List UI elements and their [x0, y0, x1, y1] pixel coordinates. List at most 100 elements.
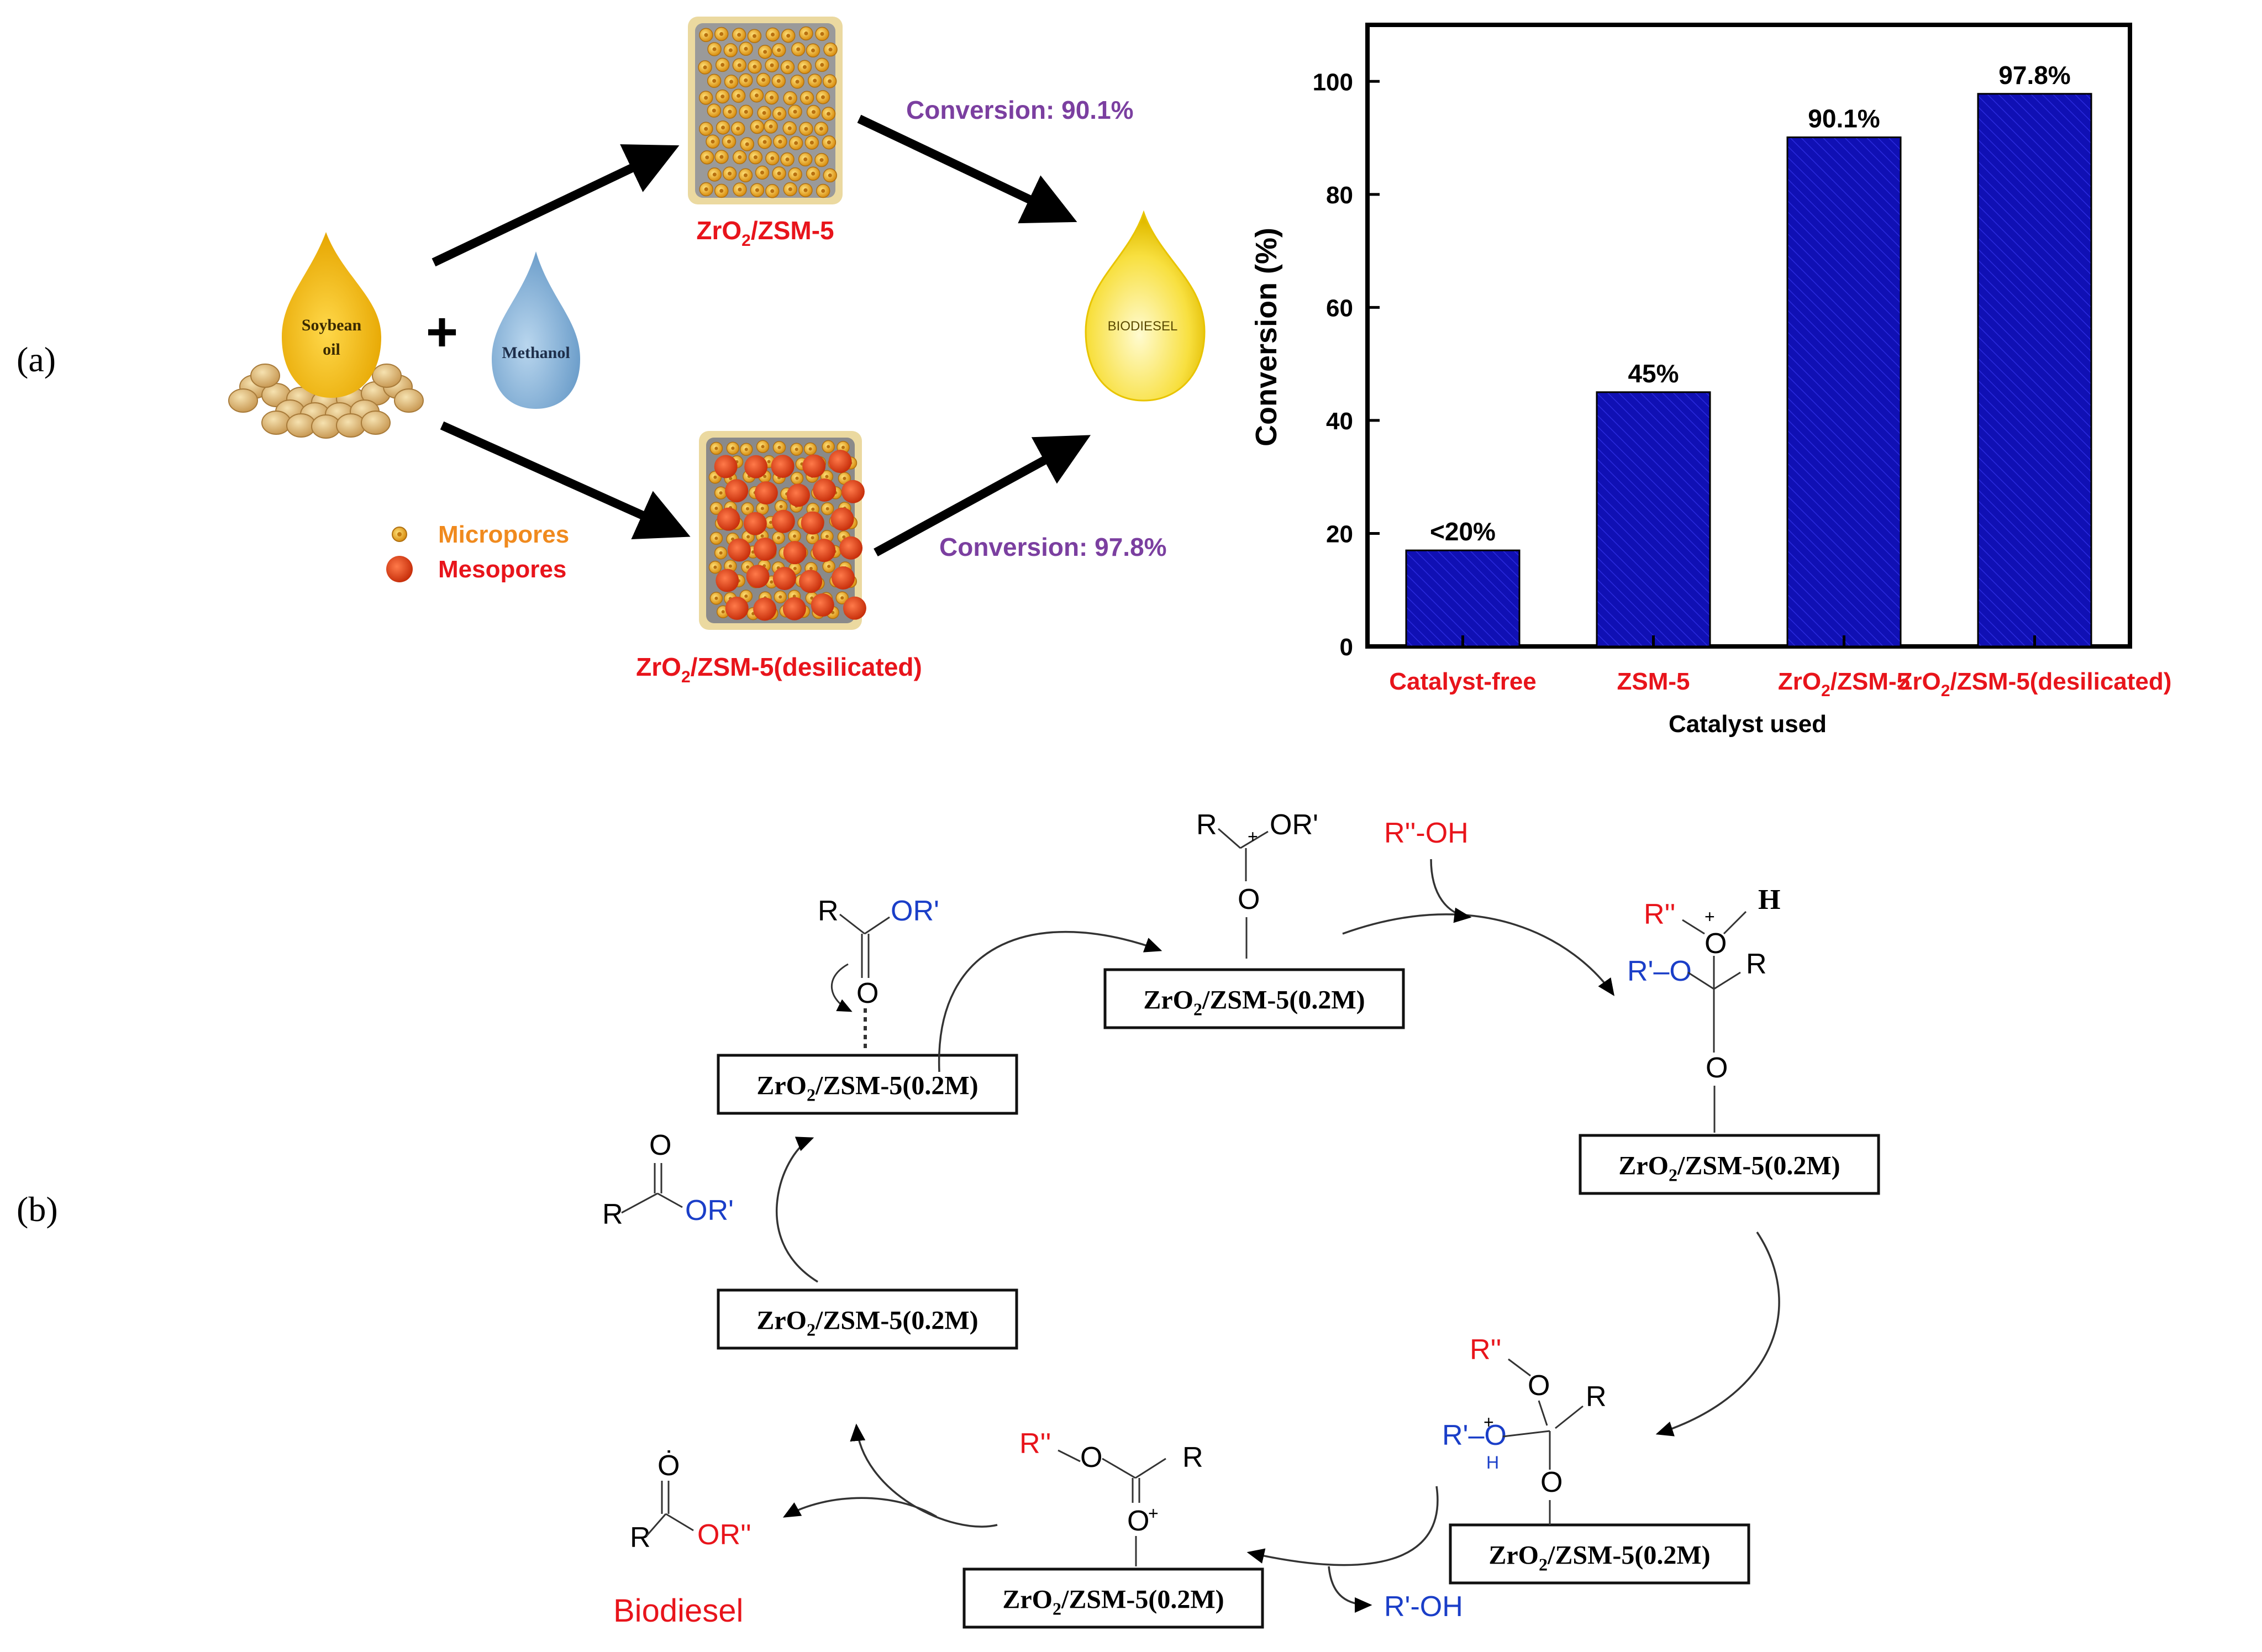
svg-text:R: R	[818, 895, 839, 927]
x-tick-label-0: Catalyst-free	[1389, 668, 1537, 695]
plus-sign: +	[426, 301, 458, 363]
catalyst-box-4-label: ZrO2/ZSM-5(0.2M)	[756, 1306, 978, 1340]
svg-text:R'': R''	[1019, 1428, 1051, 1460]
oxocarbenium-structure: R + OR' O	[1196, 809, 1318, 959]
bar-value-label-1: 45%	[1628, 359, 1679, 388]
svg-text:OR': OR'	[685, 1195, 734, 1227]
bar-3	[1977, 93, 2092, 648]
bottom-catalyst-label: ZrO2/ZSM-5(desilicated)	[636, 653, 922, 686]
catalyst-box-3: ZrO2/ZSM-5(0.2M)	[1579, 1134, 1880, 1195]
svg-text:OR': OR'	[1270, 809, 1318, 841]
cycle-arrow-3	[1655, 1232, 1780, 1437]
x-tick-label-2: ZrO2/ZSM-5	[1778, 668, 1910, 700]
y-tick-label: 20	[1326, 520, 1353, 548]
x-tick-label-3: ZrO2/ZSM-5(desilicated)	[1898, 668, 2172, 700]
micropores-label: Micropores	[438, 521, 569, 548]
y-tick-label: 80	[1326, 182, 1353, 209]
mesopores-label: Mesopores	[438, 556, 566, 583]
x-axis-title: Catalyst used	[1669, 711, 1827, 738]
svg-text:OR'': OR''	[697, 1519, 751, 1551]
svg-text:R: R	[1196, 809, 1217, 841]
panel-label-b: (b)	[17, 1190, 58, 1229]
bar-value-label-2: 90.1%	[1808, 104, 1880, 133]
svg-text:Ȯ: Ȯ	[657, 1450, 680, 1482]
catalyst-box-6: ZrO2/ZSM-5(0.2M)	[962, 1567, 1264, 1629]
catalyst-box-3-label: ZrO2/ZSM-5(0.2M)	[1618, 1151, 1840, 1185]
cycle-arrow-2	[1342, 913, 1615, 996]
catalyst-box-4: ZrO2/ZSM-5(0.2M)	[717, 1288, 1018, 1350]
biodiesel-ester-structure: Ȯ R OR''	[630, 1450, 751, 1554]
arrow-to-bottom-catalyst	[440, 421, 691, 540]
soybean-oil-label-1: Soybean	[302, 316, 362, 334]
soybean-oil-drop-icon: Soybean oil	[282, 232, 381, 398]
zro2-zsm5-catalyst-image	[688, 17, 843, 204]
arrow-bottom-to-biodiesel	[874, 435, 1091, 557]
protonated-alkoxy-structure: R'' O R + R'–O H O	[1442, 1334, 1607, 1525]
svg-text:OR': OR'	[891, 895, 939, 927]
bar-value-label-3: 97.8%	[1998, 61, 2070, 90]
svg-text:R'–O: R'–O	[1627, 955, 1692, 987]
svg-text:R: R	[1182, 1441, 1203, 1474]
svg-text:R: R	[602, 1198, 623, 1230]
catalyst-box-1: ZrO2/ZSM-5(0.2M)	[717, 1054, 1018, 1115]
svg-text:O: O	[1528, 1370, 1550, 1402]
biodiesel-label: Biodiesel	[613, 1593, 743, 1629]
svg-text:+: +	[1148, 1503, 1159, 1523]
y-tick-label: 100	[1313, 69, 1353, 96]
svg-text:H: H	[1486, 1453, 1499, 1472]
catalyst-box-1-label: ZrO2/ZSM-5(0.2M)	[756, 1071, 978, 1105]
bar-0	[1405, 549, 1521, 648]
bar-2	[1786, 136, 1902, 648]
soybean-oil-label-2: oil	[323, 340, 340, 359]
methanol-label: Methanol	[502, 344, 570, 362]
catalyst-box-5-label: ZrO2/ZSM-5(0.2M)	[1488, 1541, 1710, 1575]
alcohol-arrow	[1430, 859, 1472, 923]
svg-text:R'': R''	[1470, 1334, 1501, 1366]
top-conversion-label: Conversion: 90.1%	[906, 96, 1134, 124]
svg-text:+: +	[1248, 827, 1258, 846]
biodiesel-drop-icon: BIODIESEL	[1085, 210, 1206, 402]
arrow-top-to-biodiesel	[857, 114, 1077, 224]
svg-text:O: O	[1238, 883, 1260, 916]
cycle-arrow-1	[938, 930, 1162, 1072]
product-ester-adsorbed-structure: R'' O R O +	[1019, 1428, 1203, 1566]
svg-text:O: O	[856, 977, 879, 1009]
arrow-to-top-catalyst	[432, 144, 680, 267]
methanol-drop-icon: Methanol	[492, 251, 580, 409]
panel-label-a: (a)	[17, 340, 56, 379]
y-tick-label: 60	[1326, 294, 1353, 322]
y-tick-label: 40	[1326, 408, 1353, 435]
svg-text:O: O	[1706, 1052, 1728, 1084]
catalyst-box-6-label: ZrO2/ZSM-5(0.2M)	[1002, 1585, 1224, 1619]
svg-text:O: O	[1705, 928, 1727, 960]
bar-1	[1596, 391, 1711, 648]
alcohol-label: R''-OH	[1384, 817, 1469, 849]
svg-text:R: R	[1586, 1381, 1607, 1413]
svg-text:R'': R''	[1644, 898, 1675, 930]
bar-value-label-0: <20%	[1430, 517, 1496, 546]
catalyst-box-2-label: ZrO2/ZSM-5(0.2M)	[1143, 986, 1365, 1019]
svg-text:O: O	[1127, 1505, 1149, 1537]
catalyst-box-5: ZrO2/ZSM-5(0.2M)	[1449, 1523, 1750, 1585]
x-tick-label-1: ZSM-5	[1617, 668, 1690, 695]
zro2-zsm5-desilicated-catalyst-image	[699, 431, 866, 630]
svg-text:+: +	[1705, 907, 1715, 927]
biodiesel-release-arrow	[782, 1497, 937, 1518]
cycle-arrow-6	[776, 1137, 818, 1283]
mesopore-legend-icon	[386, 556, 413, 582]
adsorbed-ester-structure: R OR' O	[818, 895, 939, 1053]
svg-text:R: R	[630, 1522, 651, 1554]
y-axis-title: Conversion (%)	[1250, 228, 1283, 446]
tetrahedral-intermediate-structure: R'' O + H R'–O R O	[1627, 884, 1780, 1133]
mechanism-cycle: ZrO2/ZSM-5(0.2M) ZrO2/ZSM-5(0.2M) ZrO2/ZSM…	[602, 809, 1880, 1629]
catalyst-box-2: ZrO2/ZSM-5(0.2M)	[1103, 968, 1405, 1029]
pore-legend: Micropores Mesopores	[386, 521, 569, 583]
svg-text:O: O	[1080, 1441, 1102, 1474]
cycle-arrow-4	[1246, 1486, 1439, 1566]
biodiesel-drop-label: BIODIESEL	[1108, 319, 1178, 334]
bottom-conversion-label: Conversion: 97.8%	[939, 533, 1167, 561]
svg-text:R'–O: R'–O	[1442, 1419, 1507, 1451]
svg-text:R: R	[1746, 948, 1767, 980]
svg-text:H: H	[1758, 884, 1780, 916]
